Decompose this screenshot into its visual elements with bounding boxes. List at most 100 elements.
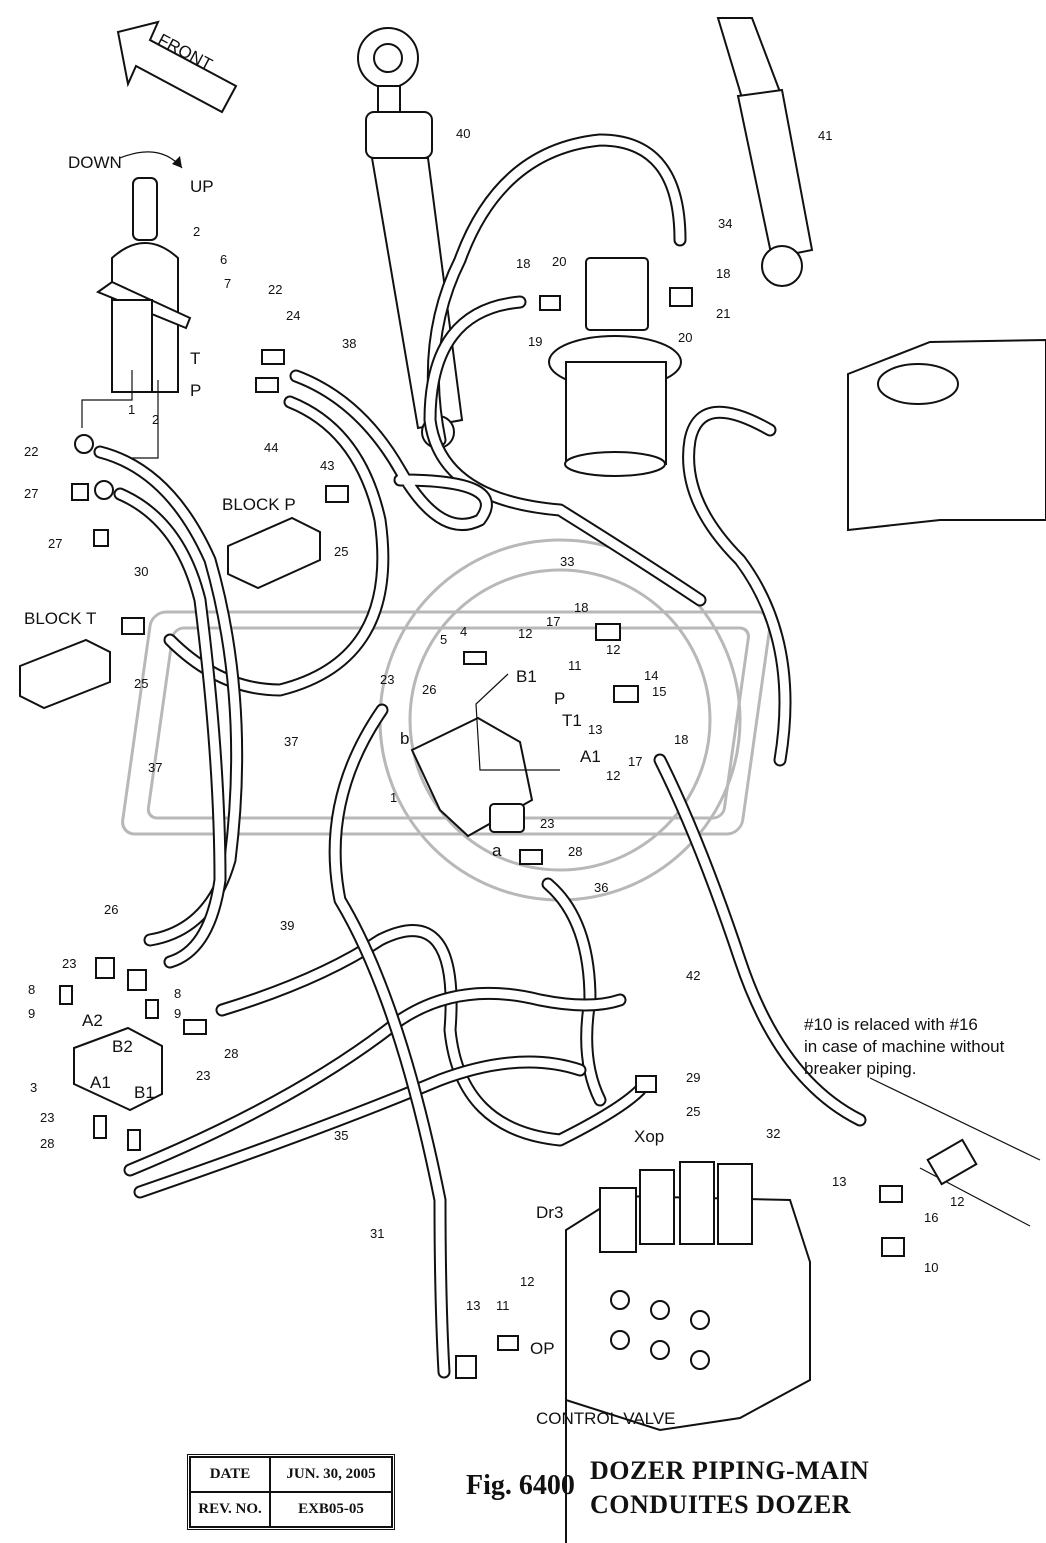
callout-18a: 18 [516,256,530,271]
block-p [227,516,321,590]
callout-24: 24 [286,308,300,323]
figure-title-line2: CONDUITES DOZER [590,1490,852,1519]
date-label: DATE [190,1457,270,1492]
port-a1-valve-label: A1 [580,747,601,766]
callout-26b: 26 [104,902,118,917]
hose-38 [289,369,493,531]
port-a1-block-label: A1 [90,1073,111,1092]
callout-13b: 13 [832,1174,846,1189]
date-value: JUN. 30, 2005 [270,1457,392,1492]
callout-28c: 28 [40,1136,54,1151]
hose-34 [426,133,687,447]
callout-1: 1 [390,790,397,805]
callout-43: 43 [320,458,334,473]
callout-16: 16 [924,1210,938,1225]
callout-10: 10 [924,1260,938,1275]
callout-25c: 25 [686,1104,700,1119]
port-t-label: T [190,349,200,368]
callout-3: 3 [30,1080,37,1095]
callout-11b: 11 [496,1298,510,1313]
callout-25a: 25 [334,544,348,559]
callout-30: 30 [134,564,148,579]
hose-35 [123,986,627,1177]
callout-33: 33 [560,554,574,569]
callout-6: 6 [220,252,227,267]
callout-17b: 17 [628,754,642,769]
callout-18b: 18 [716,266,730,281]
callout-18d: 18 [674,732,688,747]
port-t1-valve-label: T1 [562,711,582,730]
callout-27b: 27 [48,536,62,551]
callout-9b: 9 [174,1006,181,1021]
callout-13c: 13 [466,1298,480,1313]
callout-25b: 25 [134,676,148,691]
block-3 [73,1026,163,1112]
callout-38: 38 [342,336,356,351]
callout-35: 35 [334,1128,348,1143]
callout-15: 15 [652,684,666,699]
callout-11a: 11 [568,658,582,673]
callout-20a: 20 [552,254,566,269]
callout-37b: 37 [148,760,162,775]
block-p-label: BLOCK P [222,495,296,514]
callout-19: 19 [528,334,542,349]
hose-31 [328,703,451,1379]
callout-41: 41 [818,128,832,143]
port-2-label: 2 [152,412,159,427]
callout-5: 5 [440,632,447,647]
note-line3: breaker piping. [804,1059,916,1078]
callout-31: 31 [370,1226,384,1241]
callout-44: 44 [264,440,278,455]
callout-39: 39 [280,918,294,933]
callout-23a: 23 [380,672,394,687]
hose-37b [113,487,227,969]
callout-27a: 27 [24,486,38,501]
dozer-cylinder-right [716,17,814,287]
hydraulic-tank [847,338,1046,532]
rotate-arrowhead [172,156,182,168]
port-b1-valve-label: B1 [516,667,537,686]
callout-37a: 37 [284,734,298,749]
callout-23d: 23 [196,1068,210,1083]
pilot-valve [95,177,192,393]
callout-29: 29 [686,1070,700,1085]
callout-21: 21 [716,306,730,321]
callout-17a: 17 [546,614,560,629]
hose-42 [653,753,867,1127]
rev-value: EXB05-05 [270,1492,392,1527]
control-valve-label: CONTROL VALVE [536,1409,676,1428]
rev-label: REV. NO. [190,1492,270,1527]
callout-22b: 22 [24,444,38,459]
callout-7: 7 [224,276,231,291]
callout-23e: 23 [40,1110,54,1125]
note-line2: in case of machine without [804,1037,1005,1056]
hose-37a [93,445,244,947]
callout-8a: 8 [28,982,35,997]
up-label: UP [190,177,214,196]
down-label: DOWN [68,153,122,172]
callout-9a: 9 [28,1006,35,1021]
port-a2-label: A2 [82,1011,103,1030]
callout-23c: 23 [62,956,76,971]
callout-12a: 12 [518,626,532,641]
callout-12b: 12 [606,642,620,657]
callout-14: 14 [644,668,658,683]
dr3-label: Dr3 [536,1203,563,1222]
callout-12d: 12 [950,1194,964,1209]
breaker-pipe [926,1138,978,1186]
swivel-joint [548,257,682,477]
leader-valve-ports [475,673,560,771]
port-p-label: P [190,381,201,400]
pattern-valve [410,716,534,838]
port-p-valve-label: P [554,689,565,708]
callout-20b: 20 [678,330,692,345]
port-a-label: a [492,841,502,860]
port-1-label: 1 [128,402,135,417]
block-t [19,638,111,710]
callout-28b: 28 [224,1046,238,1061]
callout-13a: 13 [588,722,602,737]
callout-23b: 23 [540,816,554,831]
hose-39 [215,924,647,1147]
callout-4: 4 [460,624,467,639]
revision-table: DATE JUN. 30, 2005 REV. NO. EXB05-05 [187,1454,395,1530]
